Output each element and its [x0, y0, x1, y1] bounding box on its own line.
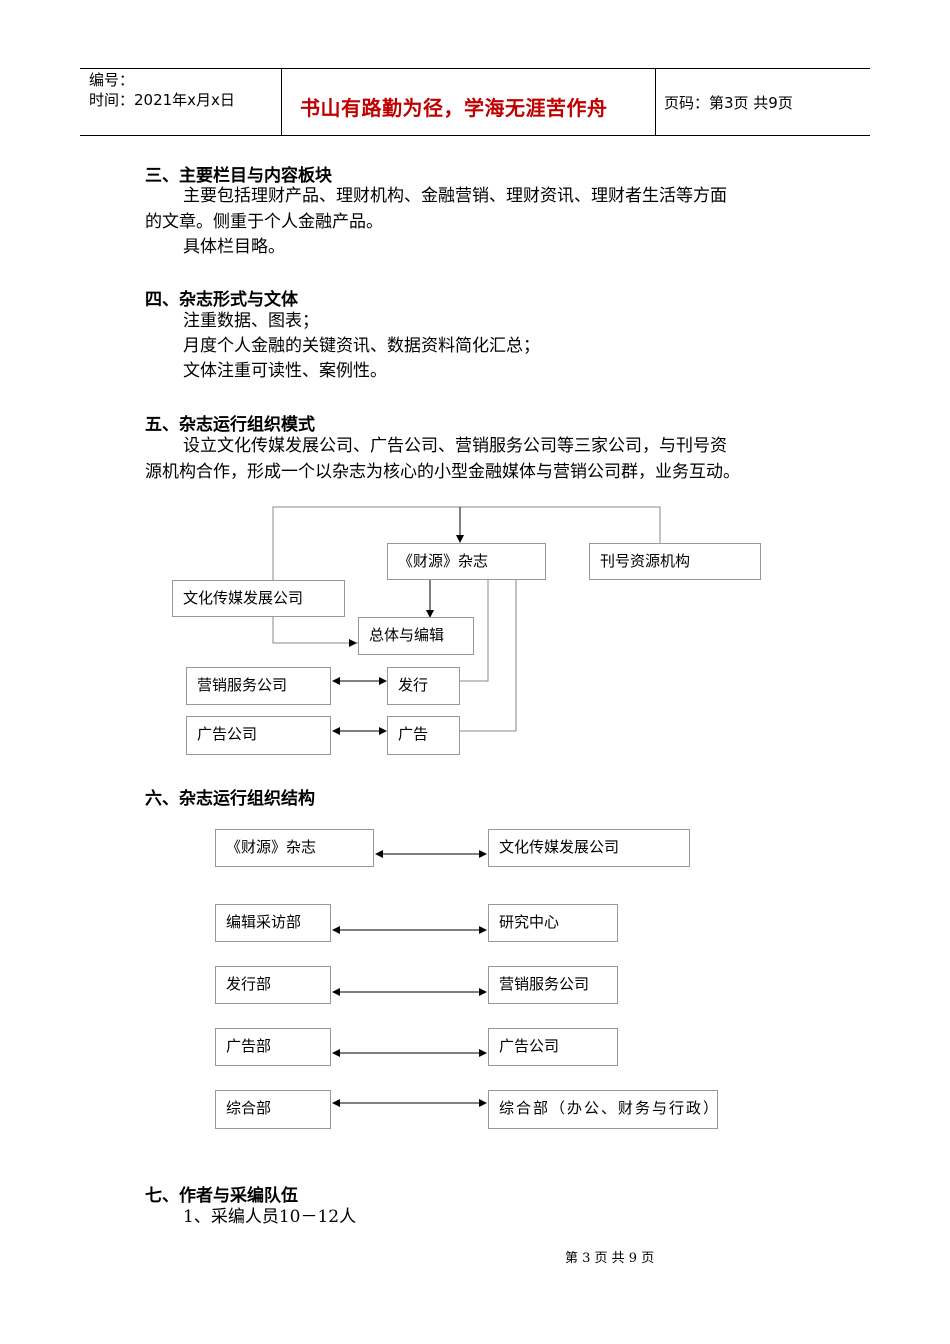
box-distribution: 发行	[387, 667, 460, 705]
header-divider-left	[281, 68, 282, 136]
struct-left-editorial: 编辑采访部	[215, 904, 331, 942]
section7-line1: 1、采编人员10－12人	[183, 1207, 357, 1227]
struct-left-distribution: 发行部	[215, 966, 331, 1004]
struct-left-magazine: 《财源》杂志	[215, 829, 374, 867]
section3-heading: 三、主要栏目与内容板块	[145, 166, 332, 186]
section5-para-line1: 设立文化传媒发展公司、广告公司、营销服务公司等三家公司，与刊号资	[183, 436, 727, 456]
box-general-editor: 总体与编辑	[358, 617, 474, 655]
box-culture-company: 文化传媒发展公司	[172, 580, 345, 617]
section4-line2: 月度个人金融的关键资讯、数据资料简化汇总；	[183, 336, 540, 356]
header-page-number: 页码：第3页 共9页	[664, 94, 793, 112]
section5-heading: 五、杂志运行组织模式	[145, 415, 315, 435]
section6-heading: 六、杂志运行组织结构	[145, 789, 315, 809]
struct-right-culture-company: 文化传媒发展公司	[488, 829, 690, 867]
struct-right-general-admin: 综合部（办公、财务与行政）	[488, 1090, 718, 1129]
header-divider-right	[655, 68, 656, 136]
section3-para-line2: 的文章。侧重于个人金融产品。	[145, 212, 383, 232]
header-time: 时间：2021年x月x日	[89, 91, 235, 109]
box-magazine: 《财源》杂志	[387, 543, 546, 580]
box-issuer: 刊号资源机构	[589, 543, 761, 580]
section4-heading: 四、杂志形式与文体	[145, 290, 298, 310]
section7-heading: 七、作者与采编队伍	[145, 1186, 298, 1206]
box-advertising: 广告	[387, 716, 460, 755]
struct-left-ad-dept: 广告部	[215, 1028, 331, 1066]
footer-page-number: 第 3 页 共 9 页	[565, 1251, 655, 1266]
struct-right-marketing: 营销服务公司	[488, 966, 618, 1004]
section3-para-line1: 主要包括理财产品、理财机构、金融营销、理财资讯、理财者生活等方面	[183, 186, 727, 206]
struct-right-ad-company: 广告公司	[488, 1028, 618, 1066]
box-ad-company: 广告公司	[186, 716, 331, 755]
header-bottom-rule	[80, 135, 870, 136]
header-number: 编号：	[89, 71, 135, 89]
header-top-rule	[80, 68, 870, 69]
section4-line1: 注重数据、图表；	[183, 311, 319, 331]
section3-para2: 具体栏目略。	[183, 237, 285, 257]
section4-line3: 文体注重可读性、案例性。	[183, 361, 387, 381]
struct-right-research: 研究中心	[488, 904, 618, 942]
struct-left-general-dept: 综合部	[215, 1090, 331, 1129]
header-motto: 书山有路勤为径，学海无涯苦作舟	[300, 96, 608, 120]
section5-para-line2: 源机构合作，形成一个以杂志为核心的小型金融媒体与营销公司群，业务互动。	[145, 462, 740, 482]
box-marketing-company: 营销服务公司	[186, 667, 331, 705]
